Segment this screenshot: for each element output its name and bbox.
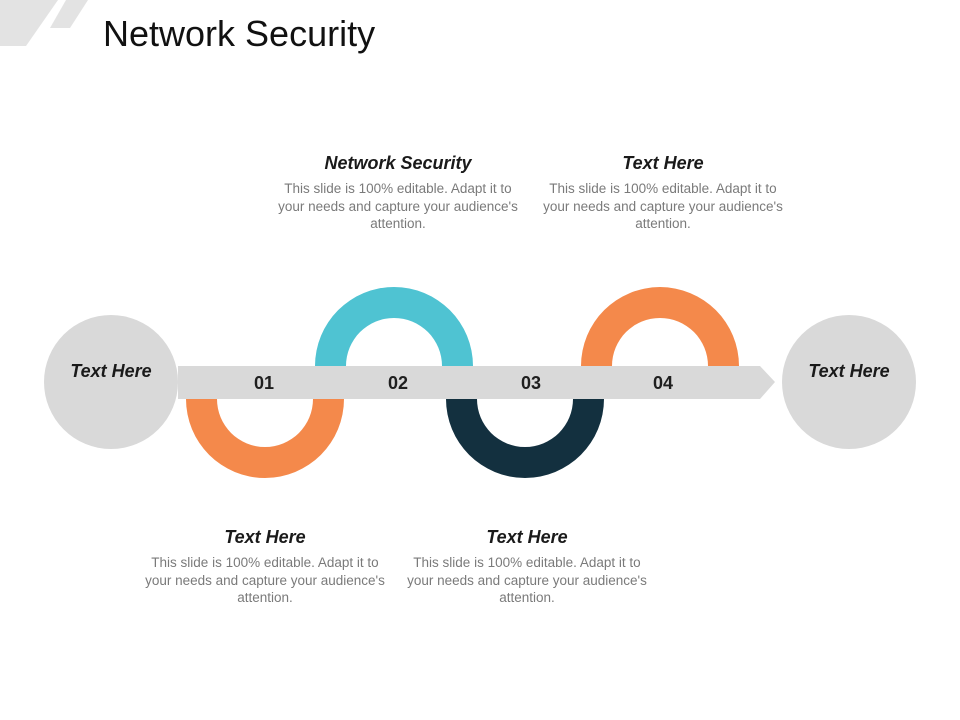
step-04-title: Text Here — [622, 153, 704, 173]
step-01-body: This slide is 100% editable. Adapt it to… — [145, 555, 385, 605]
step-04-ring — [581, 287, 739, 366]
left-end-label: Text Here — [70, 361, 152, 381]
left-end-circle — [44, 315, 178, 449]
step-01-ring — [186, 399, 344, 478]
step-03-ring — [446, 399, 604, 478]
step-01-caption: Text Here This slide is 100% editable. A… — [145, 526, 385, 607]
step-03-body: This slide is 100% editable. Adapt it to… — [407, 555, 647, 605]
step-02-number: 02 — [387, 373, 409, 393]
page-title: Network Security — [103, 13, 376, 54]
step-02-caption: Network Security This slide is 100% edit… — [278, 152, 518, 233]
step-04-body: This slide is 100% editable. Adapt it to… — [543, 181, 783, 231]
right-end-circle — [782, 315, 916, 449]
step-04-number: 04 — [652, 373, 674, 393]
step-02-body: This slide is 100% editable. Adapt it to… — [278, 181, 518, 231]
step-03-number: 03 — [520, 373, 542, 393]
step-03-caption: Text Here This slide is 100% editable. A… — [407, 526, 647, 607]
step-01-number: 01 — [253, 373, 275, 393]
step-03-title: Text Here — [486, 527, 568, 547]
step-01-title: Text Here — [224, 527, 306, 547]
right-end-label: Text Here — [808, 361, 890, 381]
step-02-ring — [315, 287, 473, 366]
step-04-caption: Text Here This slide is 100% editable. A… — [543, 152, 783, 233]
timeline-arrow — [178, 366, 775, 399]
corner-decoration — [0, 0, 88, 46]
step-02-title: Network Security — [324, 153, 472, 173]
